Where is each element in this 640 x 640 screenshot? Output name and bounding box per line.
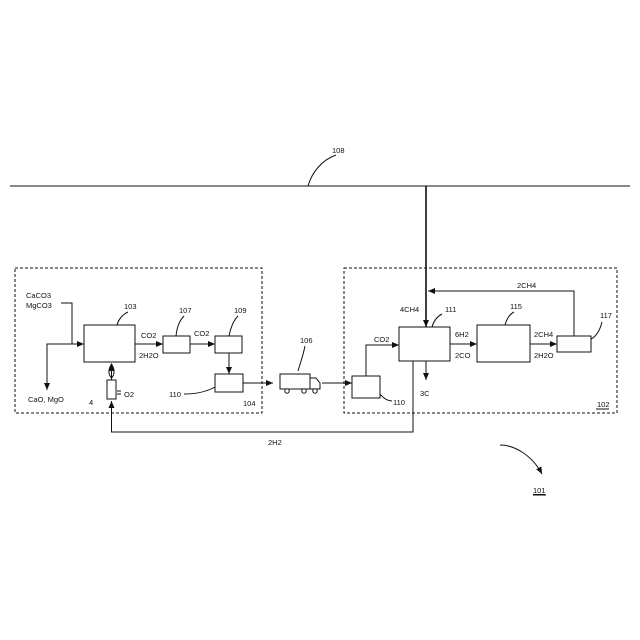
unit-117-leader <box>591 322 602 339</box>
h2-return-label: 2H2 <box>268 438 282 447</box>
burner-box <box>107 380 116 399</box>
ch4-in-label: 4CH4 <box>400 305 419 314</box>
unit-115-ref: 115 <box>510 302 522 311</box>
co2-b-label: CO2 <box>194 329 209 338</box>
unit-110-left-box <box>215 374 243 392</box>
unit-110-right-ref: 110 <box>393 398 405 407</box>
h2o-a-label: 2H2O <box>139 351 159 360</box>
h2o-out-label: 2H2O <box>534 351 554 360</box>
unit-115-box <box>477 325 530 362</box>
truck-icon <box>280 374 320 393</box>
h2-out-label: 6H2 <box>455 330 469 339</box>
carbon-label: 3C <box>420 389 430 398</box>
co2-to-reactor-line <box>366 345 399 376</box>
unit-110-right-box <box>352 376 380 398</box>
co2-a-label: CO2 <box>141 331 156 340</box>
unit-110-left-ref: 110 <box>169 390 181 399</box>
co2-c-label: CO2 <box>374 335 389 344</box>
feed-label-mgco3: MgCO3 <box>26 301 52 310</box>
transport-ref: 106 <box>300 336 313 345</box>
unit-117-ref: 117 <box>600 311 612 320</box>
reactor-leader <box>432 314 442 327</box>
unit-110-right-leader <box>380 394 392 401</box>
ch4-recycle-label: 2CH4 <box>517 281 536 290</box>
unit-107-box <box>163 336 190 353</box>
unit-115-leader <box>505 312 514 325</box>
o2-label: O2 <box>124 390 134 399</box>
unit-109-leader <box>229 316 238 336</box>
unit-109-box <box>215 336 242 353</box>
transport-leader <box>298 346 305 371</box>
grid-ref: 108 <box>332 146 345 155</box>
co-out-label: 2CO <box>455 351 471 360</box>
reactor-ref: 111 <box>445 305 456 314</box>
system-ref: 101 <box>533 486 546 495</box>
ch4-out-label: 2CH4 <box>534 330 553 339</box>
unit-117-box <box>557 336 591 352</box>
unit-109-ref: 109 <box>234 306 247 315</box>
kiln-ref: 103 <box>124 302 137 311</box>
unit-107-leader <box>176 316 184 336</box>
grid-leader <box>308 155 336 186</box>
reactor-box <box>399 327 450 361</box>
kiln-box <box>84 325 135 362</box>
unit-107-ref: 107 <box>179 306 192 315</box>
system-leader <box>500 445 542 474</box>
feed-label-caco3: CaCO3 <box>26 291 51 300</box>
oxide-line <box>47 344 84 390</box>
unit-110-left-leader <box>184 387 215 394</box>
feed-line <box>61 303 84 344</box>
right-plant-ref: 102 <box>597 400 610 409</box>
left-plant-ref: 104 <box>243 399 256 408</box>
oxide-label: CaO, MgO <box>28 395 64 404</box>
burner-ref: 4 <box>89 398 93 407</box>
kiln-leader <box>117 312 128 325</box>
